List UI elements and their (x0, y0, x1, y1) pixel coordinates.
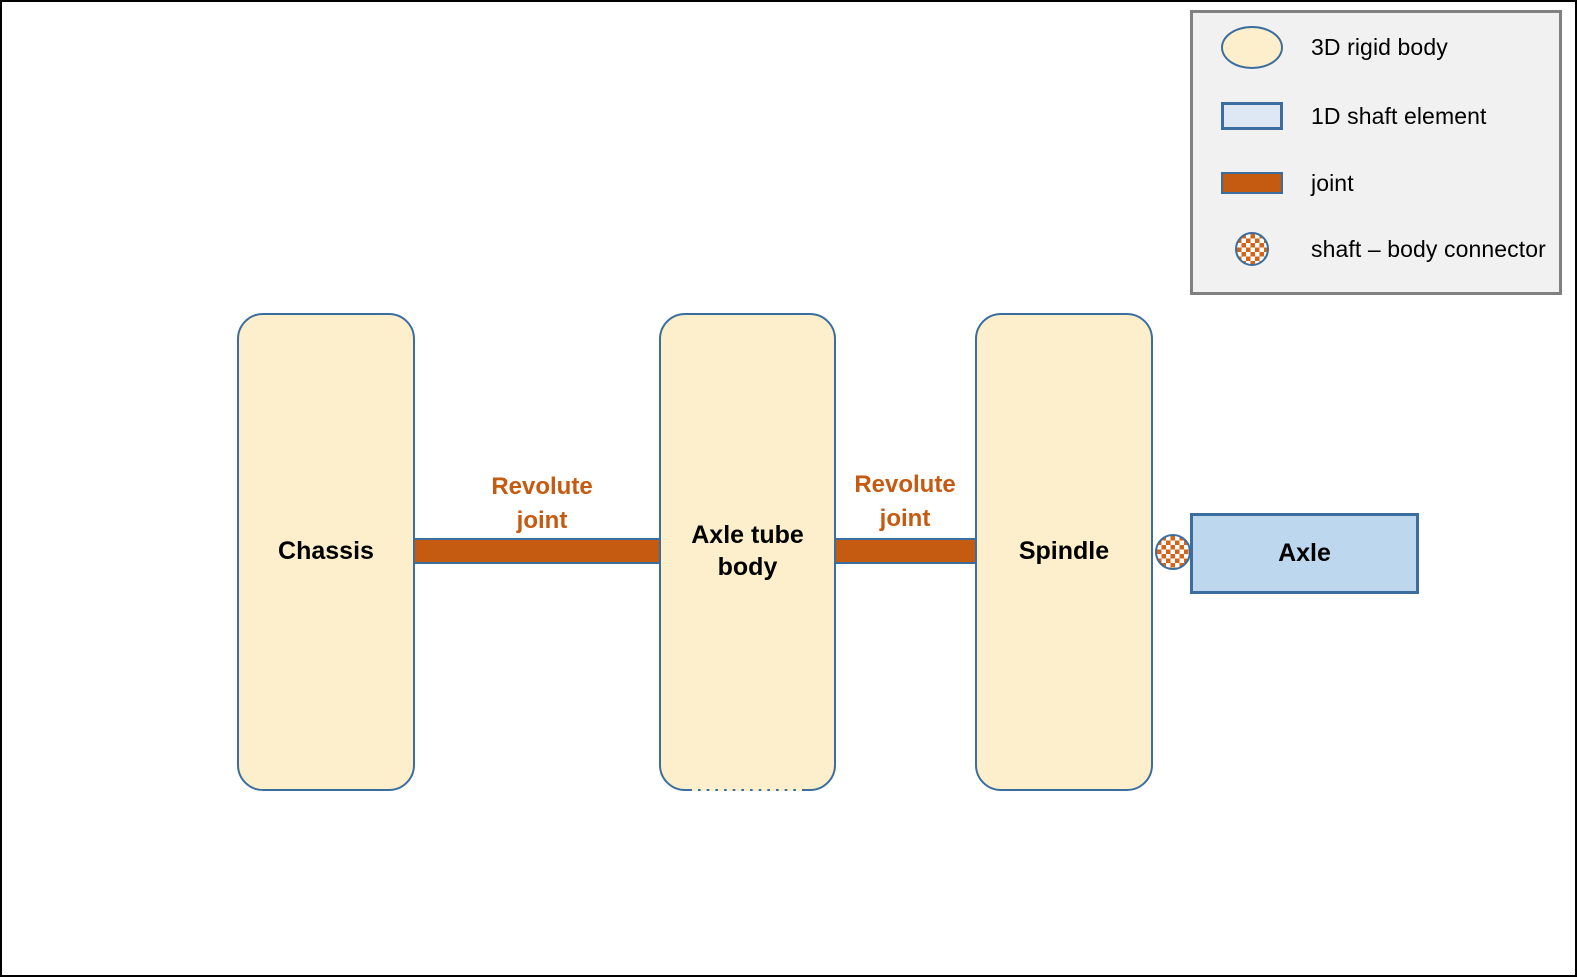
joint-axletube-spindle-bar (832, 538, 982, 564)
rectangle-swatch-icon (1221, 102, 1283, 130)
legend-panel: 3D rigid body 1D shaft element joint sha… (1190, 10, 1562, 295)
body-axle-tube-label: Axle tube body (691, 521, 804, 581)
legend-item-label: shaft – body connector (1311, 235, 1546, 262)
legend-item-1d-shaft-element: 1D shaft element (1193, 90, 1559, 142)
legend-item-3d-rigid-body: 3D rigid body (1193, 21, 1559, 73)
body-chassis[interactable]: Chassis (237, 313, 415, 791)
body-spindle[interactable]: Spindle (975, 313, 1153, 791)
shaft-axle-label: Axle (1278, 539, 1331, 567)
legend-item-label: 3D rigid body (1311, 33, 1448, 60)
bar-swatch-icon (1221, 172, 1283, 194)
legend-swatch-cell (1193, 232, 1311, 266)
shaft-axle[interactable]: Axle (1190, 513, 1419, 594)
shaft-body-connector-icon[interactable] (1155, 534, 1191, 570)
checker-circle-icon (1235, 232, 1269, 266)
legend-swatch-cell (1193, 102, 1311, 130)
joint-axletube-spindle-label: Revolute joint (854, 471, 956, 532)
legend-swatch-cell (1193, 172, 1311, 194)
ellipse-swatch-icon (1221, 25, 1283, 69)
legend-item-shaft-body-connector: shaft – body connector (1193, 223, 1559, 275)
body-axle-tube[interactable]: Axle tube body (659, 313, 836, 791)
axle-tube-dashed-bottom (692, 788, 802, 791)
legend-item-label: 1D shaft element (1311, 102, 1487, 129)
legend-swatch-cell (1193, 25, 1311, 69)
joint-chassis-axletube-bar (412, 538, 672, 564)
legend-item-label: joint (1311, 169, 1354, 196)
body-chassis-label: Chassis (278, 537, 374, 566)
legend-item-joint: joint (1193, 157, 1559, 209)
joint-chassis-axletube-label: Revolute joint (491, 473, 593, 534)
body-spindle-label: Spindle (1018, 537, 1110, 566)
